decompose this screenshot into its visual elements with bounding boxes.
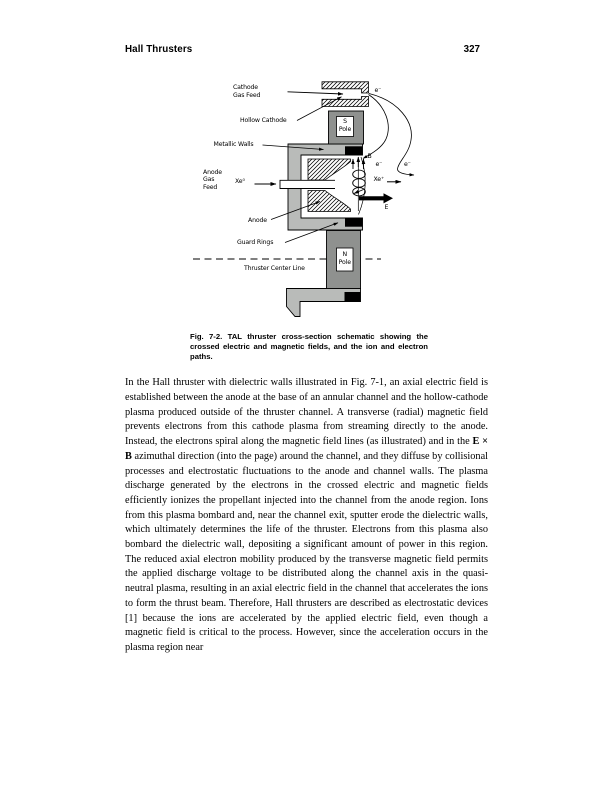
label-xe-neutral: Xe⁰ — [235, 177, 245, 185]
running-header-title: Hall Thrusters — [125, 44, 193, 55]
label-cathode-gas-feed: Cathode Gas Feed — [233, 84, 261, 99]
electron-path-to-channel — [362, 94, 389, 159]
label-s-pole: S Pole — [338, 118, 352, 133]
body-paragraph-part1: In the Hall thruster with dielectric wal… — [125, 377, 488, 448]
label-e-field: E — [384, 204, 389, 211]
electron-gyration-3 — [352, 187, 366, 197]
hollow-cathode-pointer — [296, 96, 342, 121]
n-pole-label-box — [336, 247, 354, 272]
body-paragraph-part2: azimuthal direction (into the page) arou… — [125, 450, 488, 653]
lower-guard-ring-block — [344, 292, 361, 302]
label-electron-3: e⁻ — [404, 161, 411, 168]
label-guard-rings: Guard Rings — [237, 239, 274, 246]
anode-pointer — [270, 201, 321, 220]
electron-drift-arrow — [353, 189, 364, 194]
page-number: 327 — [463, 44, 480, 55]
label-electron-1: e⁻ — [374, 86, 382, 94]
electron-gyration-1 — [352, 169, 366, 179]
body-paragraph: In the Hall thruster with dielectric wal… — [125, 376, 488, 655]
cathode-gas-feed-arrow — [287, 91, 344, 96]
label-anode: Anode — [248, 217, 267, 224]
guard-ring-bottom — [345, 218, 363, 227]
cathode-tube-top — [321, 81, 369, 94]
thruster-schematic-drawing — [193, 81, 415, 317]
label-metallic-walls: Metallic Walls — [213, 140, 254, 148]
figure-7-2-diagram: Cathode Gas Feed Hollow Cathode Metallic… — [185, 78, 435, 318]
label-thruster-center-line: Thruster Center Line — [244, 264, 305, 272]
e-field-arrow — [359, 193, 393, 204]
body-paragraph-exb-bold: E × B — [125, 436, 488, 462]
s-pole-label-box — [336, 116, 354, 137]
anode-upper-half — [307, 158, 351, 181]
guard-ring-top — [345, 146, 363, 155]
lower-outer-wall — [286, 288, 361, 317]
anode-feed-tube-outline — [279, 179, 335, 189]
anode-lower-half — [307, 190, 351, 212]
label-electron-2: e⁻ — [375, 161, 383, 168]
guard-rings-pointer — [284, 222, 339, 243]
label-anode-gas-feed: Anode Gas Feed — [203, 168, 222, 191]
metallic-walls-pointer — [262, 144, 324, 151]
electron-path-to-beam — [368, 93, 415, 177]
figure-caption: Fig. 7-2. TAL thruster cross-section sch… — [190, 331, 428, 361]
label-n-pole: N Pole — [338, 251, 351, 266]
label-hollow-cathode: Hollow Cathode — [240, 117, 287, 124]
label-xe-ion: Xe⁺ — [373, 176, 385, 183]
label-b-field: B — [367, 152, 372, 160]
electron-gyration-2 — [352, 178, 366, 188]
anode-feed-tube-fill — [280, 180, 335, 189]
cathode-tube-bottom — [321, 96, 369, 107]
